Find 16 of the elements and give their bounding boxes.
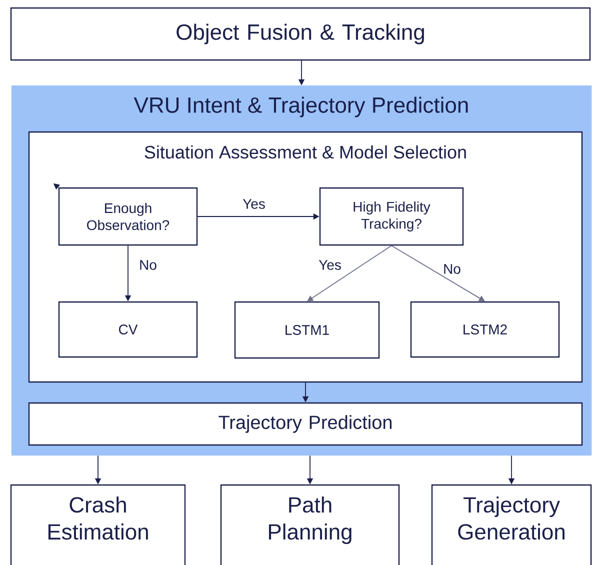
edge-label: Yes [242,198,266,210]
output-box: Crash Estimation [10,484,186,565]
output-box: Trajectory Generation [431,484,592,565]
edge-label: No [138,259,158,271]
arrow [307,245,392,302]
edge-label: Yes [318,259,342,271]
process-box: Object Fusion & Tracking [10,7,591,61]
output-box: Path Planning [220,484,400,565]
process-box: Trajectory Prediction [28,402,583,446]
decision-box: Enough Observation? [58,187,198,246]
decision-box: High Fidelity Tracking? [319,187,464,246]
model-box: LSTM2 [410,301,560,358]
edge-label: No [442,263,462,275]
model-box: CV [58,301,198,358]
model-box: LSTM1 [234,301,380,359]
arrow [391,245,485,302]
